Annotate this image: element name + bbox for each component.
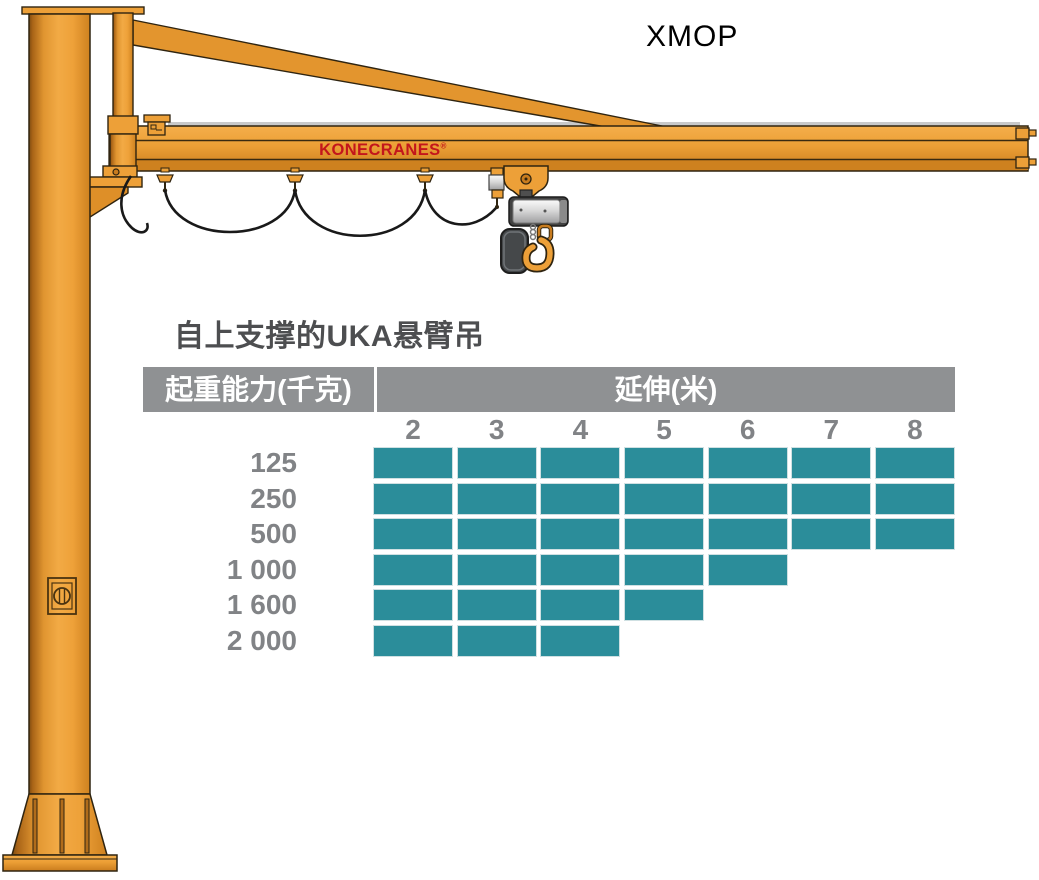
grid-cell xyxy=(456,589,537,621)
beam-junction-box xyxy=(143,114,171,136)
capacity-header: 起重能力(千克) xyxy=(143,367,374,412)
grid-cell xyxy=(707,482,788,515)
capacity-label: 1 600 xyxy=(226,589,297,620)
grid-cell xyxy=(373,482,454,515)
grid-cell xyxy=(874,447,955,479)
grid-cell xyxy=(791,518,872,550)
mast-base xyxy=(2,793,118,872)
grid-cell xyxy=(623,553,705,586)
hook xyxy=(521,235,555,273)
brand-text: KONECRANES xyxy=(319,141,441,159)
mast-access-panel xyxy=(47,577,77,615)
grid-cell xyxy=(540,589,621,621)
grid-cell xyxy=(540,482,621,515)
grid-cell xyxy=(456,447,537,479)
grid-cell xyxy=(373,589,454,621)
jib-beam xyxy=(108,123,1037,174)
cable-connector xyxy=(488,167,505,209)
grid-cell xyxy=(373,553,454,586)
reach-column-number: 4 xyxy=(572,414,589,445)
table-row: 1 000 xyxy=(143,553,955,586)
row-cells xyxy=(373,589,955,621)
registered-mark: ® xyxy=(440,141,447,151)
chain-hoist xyxy=(508,196,569,243)
capacity-label: 2 000 xyxy=(226,624,297,656)
grid-cell xyxy=(623,518,705,550)
reach-column-number: 6 xyxy=(739,414,756,445)
capacity-label: 500 xyxy=(250,518,297,549)
grid-cell xyxy=(456,518,537,550)
grid-cell xyxy=(540,553,621,586)
brand-logo: KONECRANES® xyxy=(318,141,448,160)
grid-cell xyxy=(373,624,454,657)
grid-cell xyxy=(373,518,454,550)
capacity-label: 250 xyxy=(250,482,297,514)
model-label: XMOP xyxy=(646,20,739,53)
table-row: 2 000 xyxy=(143,624,955,657)
festoon-hangers xyxy=(156,167,434,193)
grid-cell xyxy=(623,589,705,621)
row-cells xyxy=(373,518,955,550)
grid-cell xyxy=(874,518,955,550)
table-row: 1 600 xyxy=(143,589,955,621)
reach-column-number: 5 xyxy=(656,414,672,445)
grid-cell xyxy=(540,518,621,550)
reach-column-number: 2 xyxy=(405,414,421,445)
grid-cell xyxy=(373,447,454,479)
row-cells xyxy=(373,447,955,479)
grid-cell xyxy=(707,447,788,479)
beam-end-stops xyxy=(1015,127,1037,169)
hoist-trolley xyxy=(503,165,549,201)
chart-title: 自上支撑的UKA悬臂吊 xyxy=(174,320,485,353)
grid-cell xyxy=(540,624,621,657)
tie-rod xyxy=(132,19,668,128)
pivot-post xyxy=(112,12,134,124)
reach-header: 延伸(米) xyxy=(377,367,955,412)
grid-cell xyxy=(623,447,705,479)
reach-column-number: 3 xyxy=(488,414,505,445)
row-cells xyxy=(373,624,955,657)
table-row: 125 xyxy=(143,447,955,479)
grid-cell xyxy=(456,482,537,515)
table-row: 500 xyxy=(143,518,955,550)
grid-cell xyxy=(540,447,621,479)
grid-cell xyxy=(623,482,705,515)
reach-column-numbers: 2 3 4 5 6 7 8 xyxy=(373,413,955,446)
reach-column-number: 8 xyxy=(907,414,923,445)
grid-cell xyxy=(874,482,955,515)
grid-cell xyxy=(791,482,872,515)
festoon-cables xyxy=(120,175,497,238)
base-plate xyxy=(2,854,118,872)
grid-cell xyxy=(791,447,872,479)
mast-column xyxy=(28,13,91,795)
grid-cell xyxy=(456,553,537,586)
grid-cell xyxy=(707,518,788,550)
table-row: 250 xyxy=(143,482,955,515)
grid-cell xyxy=(707,553,788,586)
grid-cell xyxy=(456,624,537,657)
row-cells xyxy=(373,553,955,586)
capacity-grid-body: 125 250 500 1 000 1 600 2 000 xyxy=(143,447,955,660)
capacity-label: 1 000 xyxy=(226,553,297,585)
row-cells xyxy=(373,482,955,515)
capacity-label: 125 xyxy=(250,447,297,478)
reach-column-number: 7 xyxy=(823,414,840,445)
